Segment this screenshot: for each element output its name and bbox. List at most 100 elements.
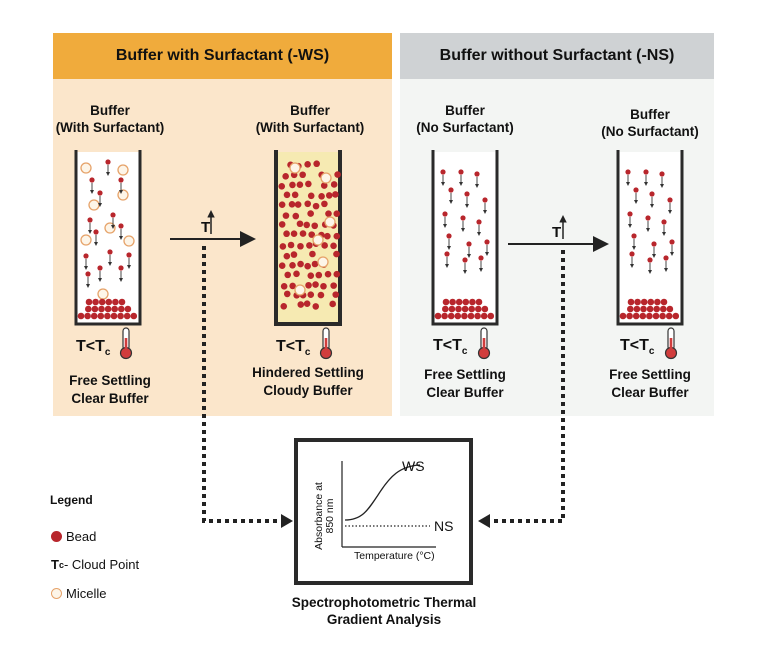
tube2-result-line2: Cloudy Buffer [263,383,353,398]
bead [434,312,442,320]
settling-arrowhead [98,203,102,207]
bead [297,301,305,308]
bead [309,250,316,258]
bead [633,305,641,313]
settling-arrowhead [88,230,92,234]
tube3-result-line1: Free Settling [424,367,506,382]
settling-arrowhead [119,236,123,240]
tube1-result-line1: Free Settling [69,373,151,388]
bead [647,298,655,306]
bead [321,200,328,208]
bead [442,298,450,306]
bead [278,221,286,228]
tube2-label-line2: (With Surfactant) [255,120,365,135]
bead [464,191,470,197]
legend-title: Legend [50,493,93,507]
settling-arrowhead [664,268,668,272]
graph-caption-line2: Gradient Analysis [326,612,442,627]
dotted-connector-ns [486,250,565,523]
settling-arrowhead [119,278,123,282]
bead [647,257,653,263]
settling-arrowhead [628,224,632,228]
settling-arrowhead [485,252,489,256]
settling-arrowhead [106,172,110,176]
bead [455,305,462,313]
thermometer-icon [319,327,333,360]
bead [446,233,452,239]
settling-arrowhead [86,284,90,288]
bead [304,262,311,270]
bead [448,187,454,193]
graph-ns-label: NS [434,518,454,534]
tube1-label-line1: Buffer [90,103,130,118]
tube2-temp-label: T<Tc [276,338,311,359]
bead [105,159,111,165]
settling-arrowhead [467,254,471,258]
bead [652,312,660,320]
settling-arrowhead [644,182,648,186]
bead [455,298,463,306]
bead [112,298,119,306]
bead [329,300,336,308]
settling-arrowhead [646,228,650,232]
bead [334,171,341,178]
bead [289,261,296,269]
ws-curve [344,464,421,521]
settling-arrowhead [90,190,94,194]
settling-arrowhead [463,270,467,274]
bead [484,239,490,245]
bead [87,217,93,223]
bead [666,305,674,313]
bead [640,298,648,306]
settling-arrowhead [648,270,652,274]
bead [640,305,647,313]
bead [454,312,462,320]
bead [468,305,476,313]
bead [85,305,92,313]
tube3-label-line2: (No Surfactant) [416,120,514,135]
bead [282,173,289,180]
bead [123,312,131,320]
bead [311,260,319,268]
bead [659,171,665,177]
settling-arrowhead [483,210,487,214]
tube4-result-line1: Free Settling [609,367,691,382]
bead [312,303,320,310]
bead [442,211,448,217]
settling-arrowhead [660,184,664,188]
bead [288,201,296,208]
bead [440,169,446,175]
bead [449,298,456,306]
bead [626,312,633,320]
bead [104,305,112,313]
bead [332,291,340,298]
bead [297,242,304,250]
bead [280,302,288,310]
tube2-result-line1: Hindered Settling [252,365,364,380]
bead [315,271,323,279]
micelle [317,256,329,268]
thermometer-icon [119,327,133,360]
bead [475,298,483,306]
bead [91,305,99,313]
bead [110,312,118,320]
bead [283,290,291,298]
bead [278,182,286,190]
graph-y-label: Absorbance at 850 nm [313,482,336,550]
bead [482,197,488,203]
bead [105,298,113,306]
dotted-connector-ws [202,246,286,523]
bead [308,231,316,238]
bead [649,191,655,197]
bead [97,265,103,271]
bead [320,182,328,189]
bead [296,220,304,228]
thermometer-icon [477,327,491,360]
settling-arrowhead [459,182,463,186]
bead [98,305,105,313]
ws-panel-header: Buffer with Surfactant (-WS) [53,33,392,79]
graph-x-label: Temperature (°C) [354,550,435,562]
tube2-label: Buffer (With Surfactant) [240,102,380,136]
tube4-label: Buffer (No Surfactant) [580,106,720,140]
tube3-label: Buffer (No Surfactant) [395,102,535,136]
